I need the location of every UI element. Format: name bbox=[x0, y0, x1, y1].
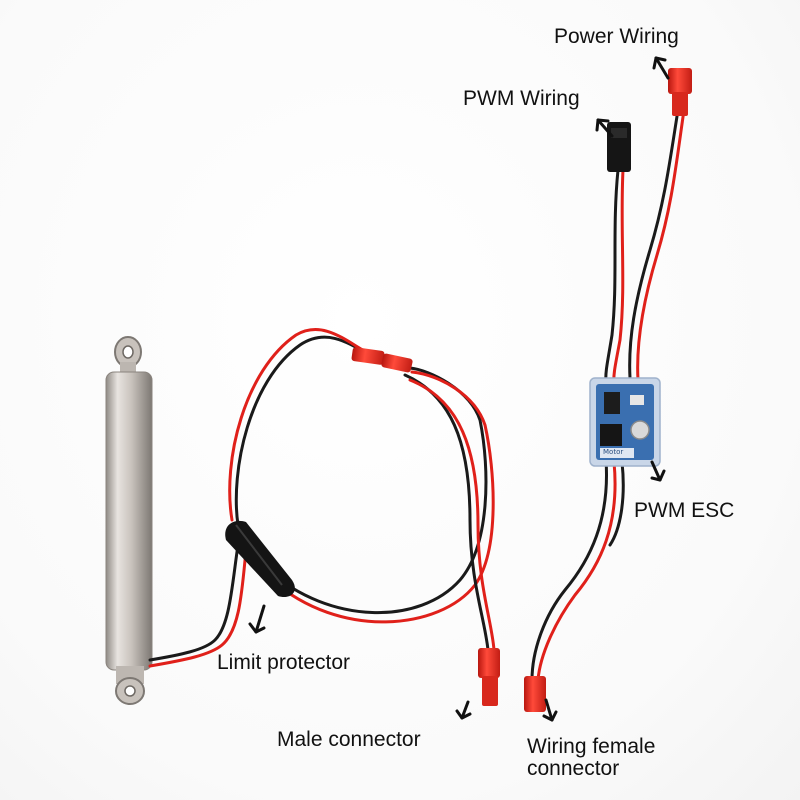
arrow-pwm-esc-icon bbox=[650, 460, 666, 482]
limit-protector-loop bbox=[228, 328, 496, 652]
arrow-limit-protector-icon bbox=[248, 604, 266, 634]
esc-board bbox=[589, 377, 661, 467]
label-female-connector-line1: Wiring female bbox=[527, 735, 656, 758]
pwm-connector-plug bbox=[607, 122, 631, 172]
limit-protector-module bbox=[225, 520, 295, 598]
power-connector-plug bbox=[668, 68, 692, 116]
label-power-wiring: Power Wiring bbox=[554, 25, 679, 48]
arrow-power-wiring-icon bbox=[652, 56, 670, 80]
label-female-connector: Wiring female connector bbox=[527, 736, 717, 780]
label-female-connector-line2: connector bbox=[527, 757, 620, 780]
esc-board-print: Motor bbox=[603, 448, 624, 456]
arrow-pwm-wiring-icon bbox=[595, 118, 614, 138]
label-pwm-wiring: PWM Wiring bbox=[463, 87, 580, 110]
loop-connector bbox=[351, 347, 413, 373]
female-connector-plug bbox=[524, 676, 546, 712]
arrow-female-connector-icon bbox=[542, 698, 558, 722]
arrow-male-connector-icon bbox=[455, 700, 472, 720]
esc-wiring bbox=[530, 108, 686, 682]
linear-actuator bbox=[105, 336, 153, 705]
label-pwm-esc: PWM ESC bbox=[634, 499, 735, 522]
arrows bbox=[248, 56, 670, 722]
male-connector-plug bbox=[478, 648, 500, 706]
label-limit-protector: Limit protector bbox=[217, 651, 351, 674]
label-male-connector: Male connector bbox=[277, 728, 421, 751]
actuator-wires bbox=[148, 543, 248, 668]
